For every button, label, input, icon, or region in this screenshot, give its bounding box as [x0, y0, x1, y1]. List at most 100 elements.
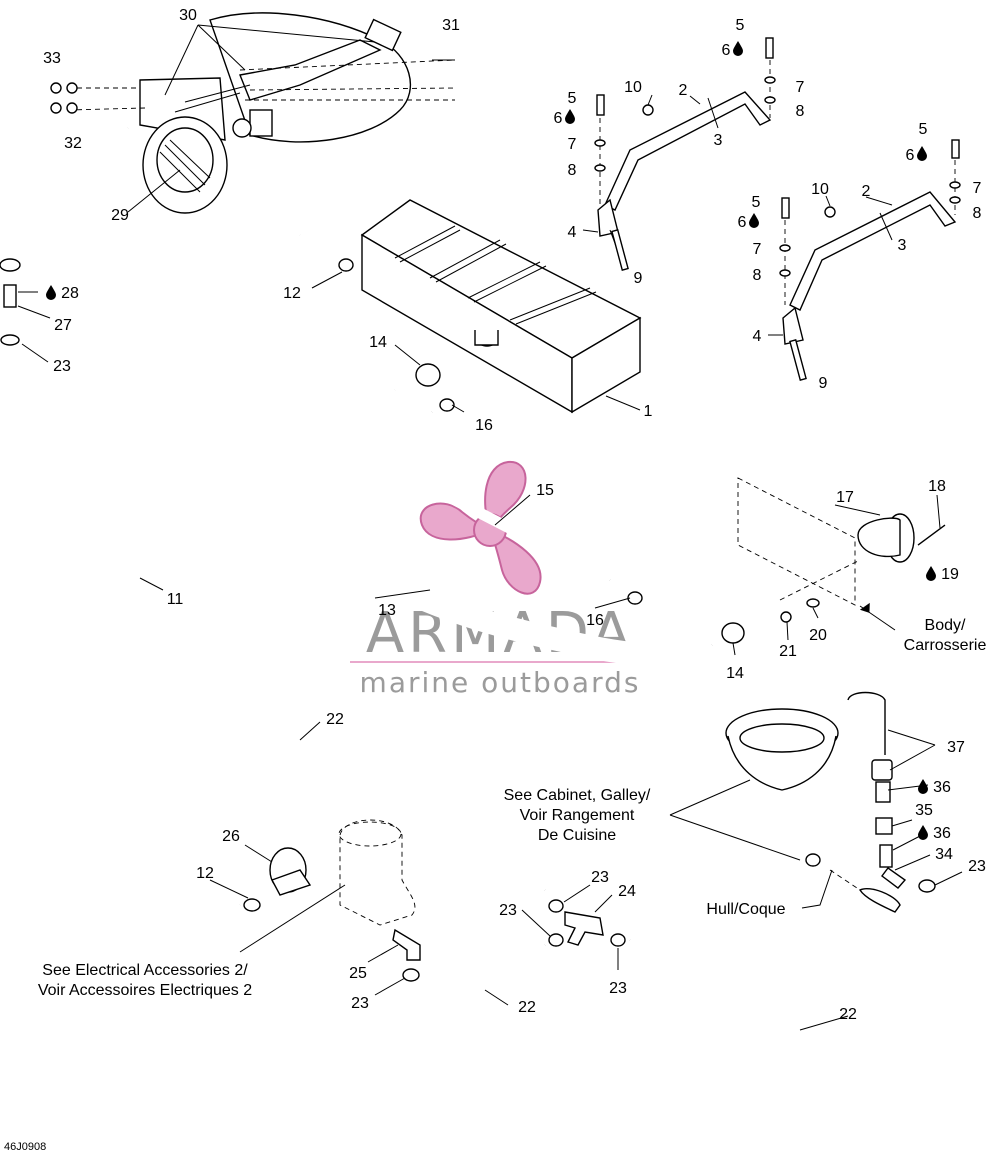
callout-31: 31 — [442, 17, 460, 34]
callout-23: 23 — [591, 869, 609, 886]
callout-6: 6 — [906, 147, 915, 164]
callout-24: 24 — [618, 883, 636, 900]
hose-22-right-outer — [629, 884, 976, 1154]
callout-14: 14 — [726, 665, 744, 682]
callout-7: 7 — [753, 241, 762, 258]
callout-33: 33 — [43, 50, 61, 67]
fitting-17-body — [857, 517, 901, 558]
callout-25: 25 — [349, 965, 367, 982]
callout-8: 8 — [753, 267, 762, 284]
callout-6: 6 — [738, 214, 747, 231]
callout-10: 10 — [624, 79, 642, 96]
body-panel-outline — [737, 477, 856, 606]
hose-11-inner — [119, 227, 301, 915]
filler-assembly — [139, 12, 411, 214]
callout-26: 26 — [222, 828, 240, 845]
callout-11: 11 — [167, 591, 184, 608]
pump-outline — [339, 819, 416, 926]
strap-2-upper — [604, 91, 772, 211]
clamp-12-lower — [243, 898, 261, 912]
callout-23: 23 — [499, 902, 517, 919]
cabinet-note-line2: Voir Rangement — [520, 807, 635, 824]
callout-20: 20 — [809, 627, 827, 644]
callout-5: 5 — [919, 121, 928, 138]
washer-32 — [50, 102, 62, 114]
hardware-stacks — [594, 37, 961, 305]
callout-23: 23 — [53, 358, 71, 375]
fitting-36 — [875, 781, 891, 803]
callout-8: 8 — [973, 205, 982, 222]
cabinet-note-line3: De Cuisine — [538, 827, 616, 844]
nut-35 — [875, 817, 893, 835]
lubricant-drop-icon — [565, 109, 575, 124]
bracket-lower — [782, 191, 957, 381]
sink-drain-inner — [775, 790, 810, 863]
electrical-note-line1: See Electrical Accessories 2/ — [42, 962, 248, 979]
callout-4: 4 — [753, 328, 762, 345]
callout-22: 22 — [326, 711, 344, 728]
hull-note: Hull/Coque — [706, 901, 785, 918]
lubricant-drop-icon — [918, 825, 928, 840]
elbow-34 — [881, 867, 907, 889]
lubricant-drop-icon — [46, 285, 56, 300]
callout-17: 17 — [836, 489, 854, 506]
callout-34: 34 — [935, 846, 953, 863]
faucet-37-body — [871, 759, 893, 781]
electrical-note-line2: Voir Accessoires Electriques 2 — [38, 982, 252, 999]
strap-2-lower — [789, 191, 957, 311]
reference-notes: Body/ Carrosserie See Cabinet, Galley/ V… — [38, 617, 987, 999]
callout-4: 4 — [568, 224, 577, 241]
clamp-23-tee-right — [610, 933, 626, 947]
hose-22-left-inner — [4, 385, 548, 895]
callout-13: 13 — [378, 602, 396, 619]
callout-22: 22 — [839, 1006, 857, 1023]
callout-23: 23 — [609, 980, 627, 997]
clamp-14-lower — [721, 622, 745, 644]
clamps — [0, 258, 936, 982]
watermark-tagline: marine outboards — [360, 666, 641, 699]
filler-hose-inner — [0, 120, 130, 263]
screw-5d — [781, 197, 790, 219]
clamp-16-upper — [439, 398, 455, 412]
hull-fitting — [858, 888, 901, 913]
callout-2: 2 — [862, 183, 871, 200]
tank-side — [571, 316, 641, 414]
callout-9: 9 — [634, 270, 643, 287]
leader-lines — [17, 24, 963, 1031]
drawing-code: 46J0908 — [4, 1141, 46, 1153]
callout-7: 7 — [568, 136, 577, 153]
callout-5: 5 — [568, 90, 577, 107]
callout-8: 8 — [568, 162, 577, 179]
callout-3: 3 — [898, 237, 907, 254]
callout-32: 32 — [64, 135, 82, 152]
callout-16: 16 — [475, 417, 493, 434]
deck-fill-fitting — [737, 477, 946, 623]
fitting-36b — [879, 844, 893, 868]
callout-28: 28 — [61, 285, 79, 302]
body-note-line1: Body/ — [925, 617, 966, 634]
nut-10-lower — [824, 206, 836, 218]
callout-3: 3 — [714, 132, 723, 149]
hose-13-inner — [291, 378, 721, 668]
clamp-16-lower — [627, 591, 643, 605]
bracket-upper — [597, 91, 772, 271]
washer-33 — [50, 82, 62, 94]
callout-16: 16 — [586, 612, 604, 629]
lubricant-drop-icon — [917, 146, 927, 161]
lubricant-drop-icon — [926, 566, 936, 581]
propeller-logo-icon — [419, 460, 542, 595]
callout-29: 29 — [111, 207, 129, 224]
faucet-37-spout — [847, 691, 886, 755]
elbow-25 — [392, 928, 421, 961]
nut-10-upper — [642, 104, 654, 116]
callout-12: 12 — [283, 285, 301, 302]
hose-15-right-inner — [638, 570, 833, 614]
callout-6: 6 — [722, 42, 731, 59]
screw-5 — [765, 37, 774, 59]
callout-1: 1 — [644, 403, 653, 420]
body-note-line2: Carrosserie — [904, 637, 987, 654]
clamp-23-tee-left — [548, 933, 564, 947]
water-tank — [360, 199, 642, 414]
callout-10: 10 — [811, 181, 829, 198]
